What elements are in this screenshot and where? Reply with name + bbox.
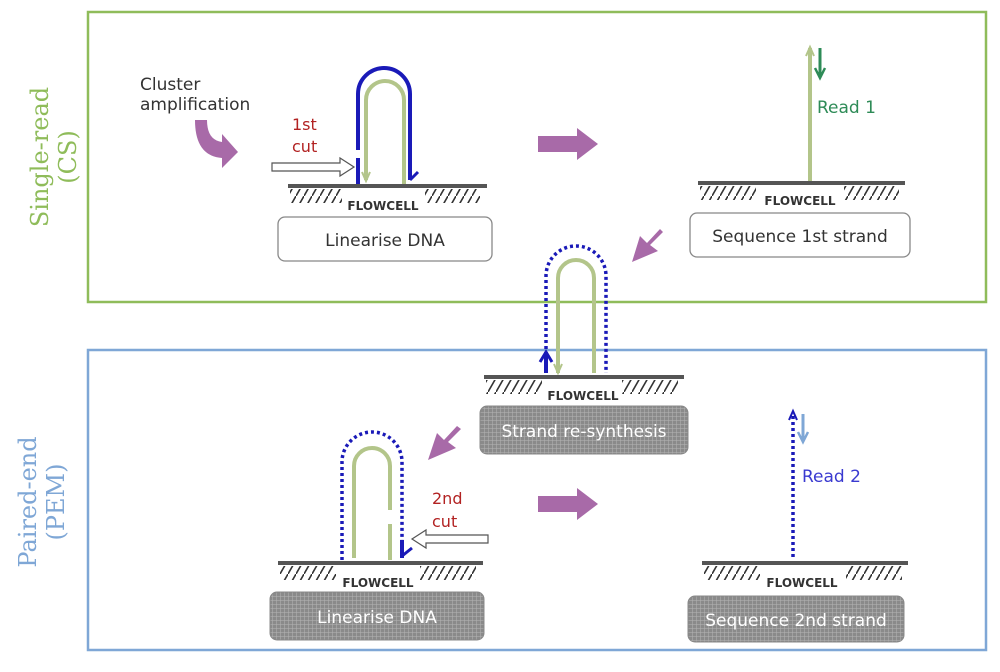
- right-arrow-icon-1: [538, 128, 598, 160]
- single-read-label: Single-read: [26, 87, 54, 227]
- flowcell-hatch-3b: [622, 380, 678, 394]
- green-strand-3: [352, 446, 392, 560]
- cluster-amplification-label-1: Cluster: [140, 75, 200, 95]
- read2-strand-tip: [788, 408, 798, 421]
- flowcell-label-2: FLOWCELL: [764, 194, 836, 208]
- blue-dotted-strand-2: [544, 244, 608, 373]
- blue-strand-arrow-1: [408, 170, 420, 182]
- flowcell-hatch-1: [290, 189, 342, 203]
- green-strand-arrow-1: [361, 171, 371, 184]
- down-left-arrow-icon-2: [428, 426, 461, 460]
- paired-end-sublabel: (PEM): [42, 464, 70, 541]
- paired-end-label: Paired-end: [14, 436, 42, 567]
- blue-strand-1: [356, 66, 412, 184]
- single-read-section-box: [86, 10, 988, 304]
- read1-strand-tip: [805, 44, 815, 57]
- flowcell-hatch-3: [486, 380, 542, 394]
- second-cut-label-2: cut: [432, 512, 457, 531]
- flowcell-hatch-5: [704, 566, 760, 580]
- linearise-dna-step-1: [277, 216, 493, 262]
- paired-end-section-box: [86, 348, 988, 652]
- green-strand-2: [556, 258, 596, 373]
- read1-arrow-head: [813, 67, 827, 81]
- linearise-dna-label-2: Linearise DNA: [317, 608, 437, 628]
- flowcell-label-4: FLOWCELL: [342, 576, 414, 590]
- flowcell-hatch-4b: [420, 566, 476, 580]
- flowcell-hatch-2: [700, 186, 756, 200]
- green-strand-1: [364, 79, 406, 184]
- curved-arrow-icon: [195, 120, 238, 168]
- flowcell-label-1: FLOWCELL: [347, 199, 419, 213]
- sequence-2nd-strand-step: [687, 595, 905, 643]
- cluster-amplification-label-2: amplification: [140, 95, 250, 115]
- second-cut-arrow-icon: [410, 528, 489, 550]
- strand-resynthesis-label: Strand re-synthesis: [501, 422, 666, 442]
- green-strand-arrow-2: [553, 363, 563, 376]
- flowcell-hatch-2b: [844, 186, 899, 200]
- sequence-1st-strand-step: [689, 212, 911, 258]
- blue-dotted-strand-3: [340, 430, 404, 560]
- flowcell-hatch-1b: [425, 189, 480, 203]
- flowcell-label-3: FLOWCELL: [547, 389, 619, 403]
- down-left-arrow-icon-1: [632, 229, 663, 262]
- read1-label: Read 1: [817, 98, 876, 118]
- strand-resynthesis-step: [479, 405, 689, 455]
- linearise-dna-label-1: Linearise DNA: [325, 231, 445, 251]
- first-cut-label-2: cut: [292, 137, 317, 156]
- read2-arrow-head: [796, 431, 810, 445]
- single-read-sublabel: (CS): [54, 130, 82, 184]
- read2-label: Read 2: [802, 467, 861, 487]
- flowcell-hatch-5b: [846, 566, 902, 580]
- first-cut-arrow-icon: [271, 156, 356, 178]
- flowcell-hatch-4: [280, 566, 336, 580]
- flowcell-label-5: FLOWCELL: [766, 576, 838, 590]
- sequence-1st-strand-label: Sequence 1st strand: [712, 227, 888, 247]
- second-cut-label-1: 2nd: [432, 489, 462, 508]
- blue-primer-arrow-3: [401, 546, 413, 558]
- sequence-2nd-strand-label: Sequence 2nd strand: [705, 611, 887, 631]
- linearise-dna-step-2: [269, 591, 485, 641]
- first-cut-label-1: 1st: [292, 115, 317, 134]
- right-arrow-icon-2: [538, 488, 598, 520]
- blue-primer-arrow-2: [538, 349, 554, 363]
